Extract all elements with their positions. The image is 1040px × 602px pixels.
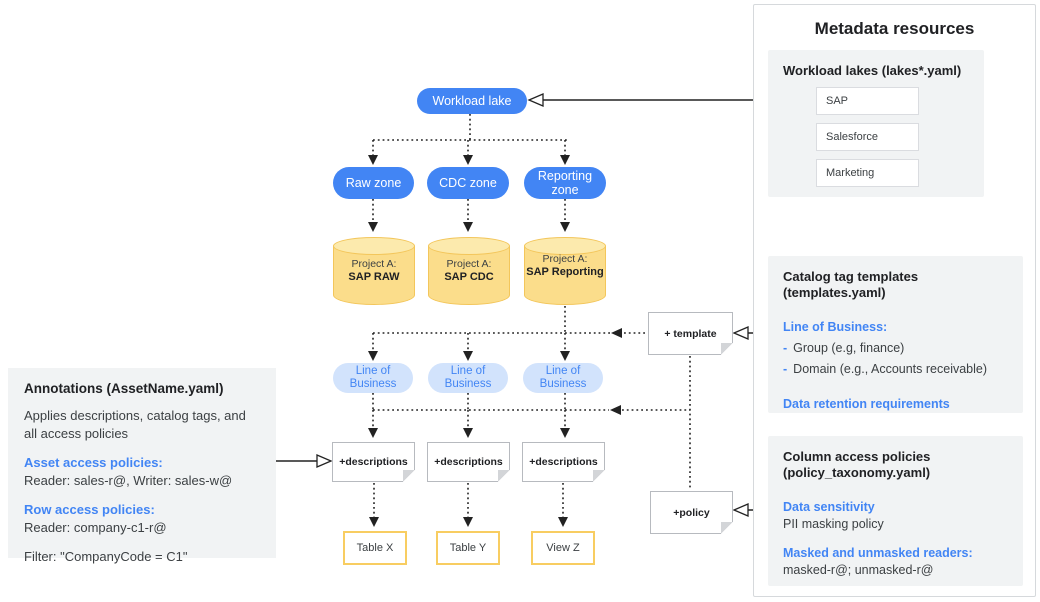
asset-access-policies-heading: Asset access policies: xyxy=(24,455,163,470)
project-cylinder-sap-raw: Project A: SAP RAW xyxy=(333,237,415,305)
cylinder-top xyxy=(524,237,606,255)
bullet-dash: - xyxy=(783,341,788,355)
column-policies-heading-line2: (policy_taxonomy.yaml) xyxy=(783,465,931,480)
asset-access-policies-detail: Reader: sales-r@, Writer: sales-w@ xyxy=(24,473,233,488)
lake-item-sap: SAP xyxy=(816,87,919,115)
template-bullet-group: - Group (e.g, finance) xyxy=(783,340,1008,357)
line-of-business-heading: Line of Business: xyxy=(783,320,888,334)
filter-line: Filter: "CompanyCode = C1" xyxy=(24,549,188,564)
workload-lakes-heading: Workload lakes (lakes*.yaml) xyxy=(783,63,962,78)
data-sensitivity-heading: Data sensitivity xyxy=(783,500,875,514)
annotations-title: Annotations (AssetName.yaml) xyxy=(24,381,224,396)
bullet-dash: - xyxy=(783,362,788,376)
line-of-business-pill: Line of Business xyxy=(523,363,603,393)
project-prefix: Project A: xyxy=(351,258,397,270)
column-policies-heading-line1: Column access policies xyxy=(783,449,931,464)
cylinder-body xyxy=(428,246,510,305)
row-access-policies-detail: Reader: company-c1-r@ xyxy=(24,520,167,535)
project-prefix: Project A: xyxy=(446,258,492,270)
workload-lakes-section: Workload lakes (lakes*.yaml) SAP Salesfo… xyxy=(768,50,984,197)
cylinder-top xyxy=(333,237,415,255)
catalog-tag-templates-section: Catalog tag templates (templates.yaml) L… xyxy=(768,256,1023,413)
template-note: + template xyxy=(648,312,733,355)
bullet-text: Domain (e.g., Accounts receivable) xyxy=(793,362,988,376)
catalog-templates-heading-line2: (templates.yaml) xyxy=(783,285,886,300)
project-cylinder-sap-cdc: Project A: SAP CDC xyxy=(428,237,510,305)
cdc-zone-pill: CDC zone xyxy=(427,167,509,199)
output-view-z: View Z xyxy=(531,531,595,565)
project-cylinder-sap-reporting: Project A: SAP Reporting xyxy=(524,237,606,305)
reporting-zone-pill: Reporting zone xyxy=(524,167,606,199)
masked-readers-heading: Masked and unmasked readers: xyxy=(783,546,973,560)
workload-lake-pill: Workload lake xyxy=(417,88,527,114)
row-access-policies-heading: Row access policies: xyxy=(24,502,155,517)
descriptions-note: +descriptions xyxy=(332,442,415,482)
line-of-business-pill: Line of Business xyxy=(333,363,413,393)
cylinder-top xyxy=(428,237,510,255)
lake-item-salesforce: Salesforce xyxy=(816,123,919,151)
policy-note: +policy xyxy=(650,491,733,534)
output-table-y: Table Y xyxy=(436,531,500,565)
metadata-panel-title: Metadata resources xyxy=(814,19,975,38)
data-retention-heading: Data retention requirements xyxy=(783,397,950,411)
data-sensitivity-detail: PII masking policy xyxy=(783,517,884,531)
line-of-business-pill: Line of Business xyxy=(428,363,508,393)
cylinder-body xyxy=(333,246,415,305)
project-name: SAP RAW xyxy=(348,271,400,283)
metadata-resources-panel: Metadata resources Workload lakes (lakes… xyxy=(753,4,1036,597)
cylinder-body xyxy=(524,246,606,305)
output-table-x: Table X xyxy=(343,531,407,565)
project-name: SAP Reporting xyxy=(526,266,604,278)
raw-zone-pill: Raw zone xyxy=(333,167,414,199)
annotations-panel: Annotations (AssetName.yaml) Applies des… xyxy=(8,368,276,564)
template-bullet-domain: - Domain (e.g., Accounts receivable) xyxy=(783,361,1008,378)
annotations-description: Applies descriptions, catalog tags, and … xyxy=(24,408,246,441)
descriptions-note: +descriptions xyxy=(522,442,605,482)
masked-readers-detail: masked-r@; unmasked-r@ xyxy=(783,563,934,577)
project-prefix: Project A: xyxy=(542,253,588,265)
descriptions-note: +descriptions xyxy=(427,442,510,482)
bullet-text: Group (e.g, finance) xyxy=(793,341,905,355)
project-name: SAP CDC xyxy=(444,271,494,283)
lake-item-marketing: Marketing xyxy=(816,159,919,187)
catalog-templates-heading-line1: Catalog tag templates xyxy=(783,269,919,284)
column-access-policies-section: Column access policies (policy_taxonomy.… xyxy=(768,436,1023,586)
